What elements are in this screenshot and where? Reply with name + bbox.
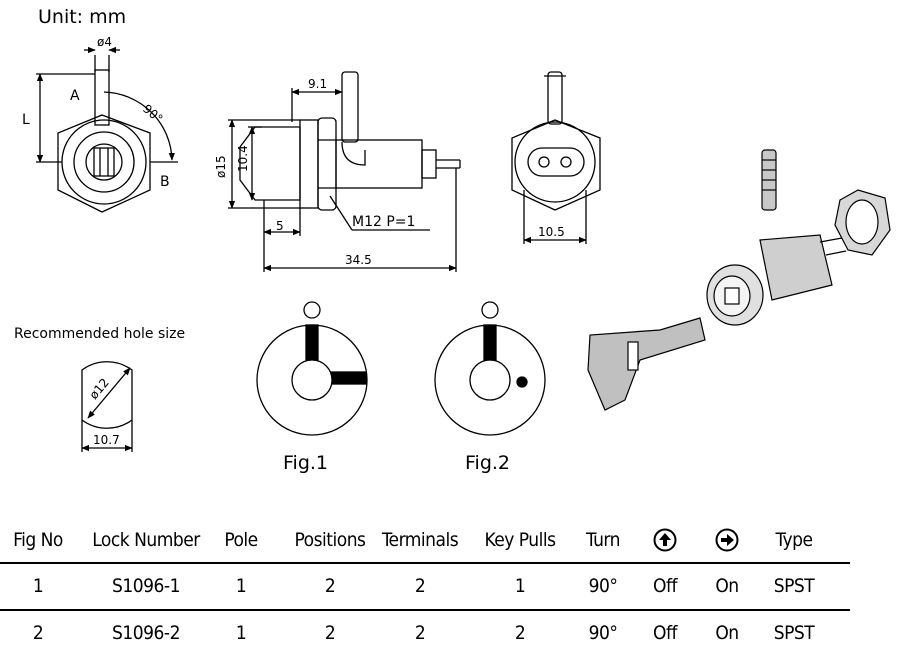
- hole-title: Recommended hole size: [14, 326, 186, 342]
- cell-terminals: 2: [414, 622, 426, 644]
- table-row: 2 S1096-2 1 2 2 2 90° Off On SPST: [0, 613, 850, 653]
- front-label-l: L: [22, 112, 30, 128]
- table-header-row: Fig No Lock Number Pole Positions Termin…: [0, 520, 850, 560]
- hole-drawing: [81, 361, 133, 452]
- cell-up-state: Off: [653, 575, 677, 597]
- header-turn: Turn: [586, 529, 620, 551]
- back-view: [511, 71, 601, 244]
- side-dim-inner: 10.4: [236, 145, 250, 172]
- cell-positions: 2: [324, 575, 336, 597]
- table-row: 1 S1096-1 1 2 2 1 90° Off On SPST: [0, 566, 850, 606]
- hole-width: 10.7: [93, 433, 120, 447]
- side-dim-length: 34.5: [345, 253, 372, 267]
- front-view: [36, 46, 178, 213]
- cell-right-state: On: [715, 575, 739, 597]
- cell-turn: 90°: [588, 622, 618, 644]
- product-illustration: [587, 149, 891, 411]
- cell-positions: 2: [324, 622, 336, 644]
- fig2-diagram: [434, 301, 546, 436]
- front-dim-width: ø4: [97, 35, 112, 49]
- header-pole: Pole: [224, 529, 258, 551]
- cell-pole: 1: [235, 575, 247, 597]
- cell-type: SPST: [773, 622, 815, 644]
- unit-label: Unit: mm: [38, 6, 127, 28]
- right-arrow-icon: [715, 528, 739, 552]
- header-lock-number: Lock Number: [92, 529, 200, 551]
- table-divider: [0, 609, 850, 611]
- cell-lock-number: S1096-1: [112, 575, 180, 597]
- cell-lock-number: S1096-2: [112, 622, 180, 644]
- cell-fig-no: 1: [32, 575, 44, 597]
- side-dim-top: 9.1: [308, 77, 327, 91]
- side-dim-outer: ø15: [214, 155, 228, 178]
- side-dim-flange: 5: [276, 219, 284, 233]
- up-arrow-icon: [653, 528, 677, 552]
- fig1-diagram: [256, 301, 368, 436]
- back-dim-width: 10.5: [538, 225, 565, 239]
- technical-drawing: ø4 L A B 90° 9.1 ø15 10.4 5 M12 P=1 34.5: [22, 35, 891, 452]
- header-key-pulls: Key Pulls: [484, 529, 556, 551]
- cell-key-pulls: 2: [514, 622, 526, 644]
- cell-right-state: On: [715, 622, 739, 644]
- table-divider: [0, 562, 850, 564]
- cell-type: SPST: [773, 575, 815, 597]
- cell-key-pulls: 1: [514, 575, 526, 597]
- fig1-label: Fig.1: [283, 452, 329, 474]
- front-label-b: B: [160, 174, 170, 190]
- front-label-a: A: [70, 88, 80, 104]
- header-positions: Positions: [294, 529, 366, 551]
- cell-fig-no: 2: [32, 622, 44, 644]
- hole-dia: ø12: [87, 376, 112, 402]
- cell-up-state: Off: [653, 622, 677, 644]
- side-thread: M12 P=1: [352, 214, 415, 230]
- header-terminals: Terminals: [381, 529, 459, 551]
- header-type: Type: [775, 529, 813, 551]
- cell-terminals: 2: [414, 575, 426, 597]
- side-view: [228, 71, 461, 272]
- fig2-label: Fig.2: [465, 452, 511, 474]
- cell-turn: 90°: [588, 575, 618, 597]
- header-fig-no: Fig No: [13, 529, 63, 551]
- cell-pole: 1: [235, 622, 247, 644]
